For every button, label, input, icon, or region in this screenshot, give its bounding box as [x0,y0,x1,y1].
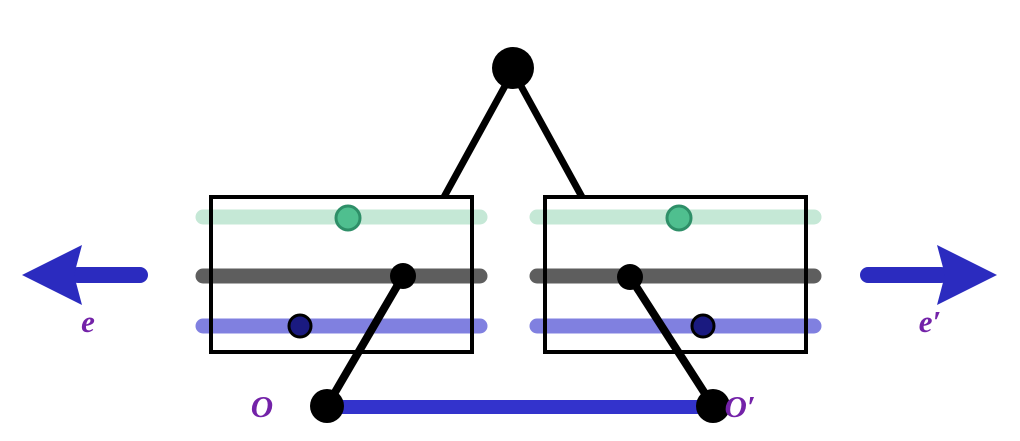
frame-boxes-group [195,195,822,409]
left-arrow-head [22,245,82,305]
right-frame-label: e′ [919,304,941,339]
observers-group [310,389,730,423]
apex-to-left-box [440,84,509,199]
left-frame-box-green-node [334,204,362,232]
left-velocity-arrow-group: e [22,245,148,339]
apex-to-right-box [517,84,586,199]
right-arrow-head [937,245,997,305]
observer-o-prime-node [696,389,730,423]
observer-o-prime-label: O′ [724,389,755,424]
right-velocity-arrow-group: e′ [860,245,997,339]
right-frame-box-navy-node [690,313,716,339]
right-frame-box-black-node [617,264,643,290]
right-worldline [626,274,717,409]
left-worldline [323,273,407,409]
observer-o-label: O [251,389,273,424]
emission-event-node [492,47,534,89]
left-frame-box [195,195,488,409]
right-frame-box [529,195,822,409]
left-frame-box-outline [209,195,474,354]
connector-lines-group [440,84,586,199]
left-frame-box-black-node [390,263,416,289]
observer-o-node [310,389,344,423]
left-frame-box-navy-node [287,313,313,339]
right-frame-box-green-node [665,204,693,232]
left-frame-label: e [81,304,95,339]
